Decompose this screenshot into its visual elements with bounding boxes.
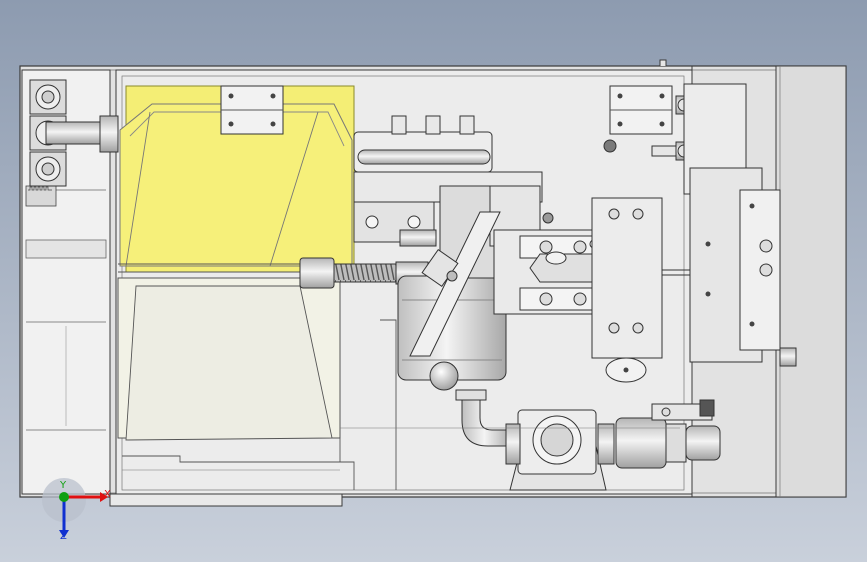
mounting-plate[interactable] (591, 197, 663, 383)
gland-fitting (99, 115, 119, 153)
base-frame-lines (122, 319, 680, 490)
cable-glands (29, 79, 101, 187)
drain-ball-valve[interactable] (429, 361, 459, 391)
coordinate-triad (42, 478, 108, 538)
axis-x-label: X (104, 489, 111, 500)
hinge-left[interactable] (220, 85, 284, 135)
hinge-right[interactable] (609, 85, 673, 135)
axis-z-label: Z (60, 531, 67, 542)
outlet-coupling[interactable] (615, 399, 721, 469)
axis-y-label: Y (60, 480, 67, 491)
terminal-block (25, 185, 57, 207)
pump-housing[interactable] (505, 409, 615, 491)
valve-body[interactable] (683, 83, 797, 367)
angled-linkage[interactable] (409, 211, 501, 357)
